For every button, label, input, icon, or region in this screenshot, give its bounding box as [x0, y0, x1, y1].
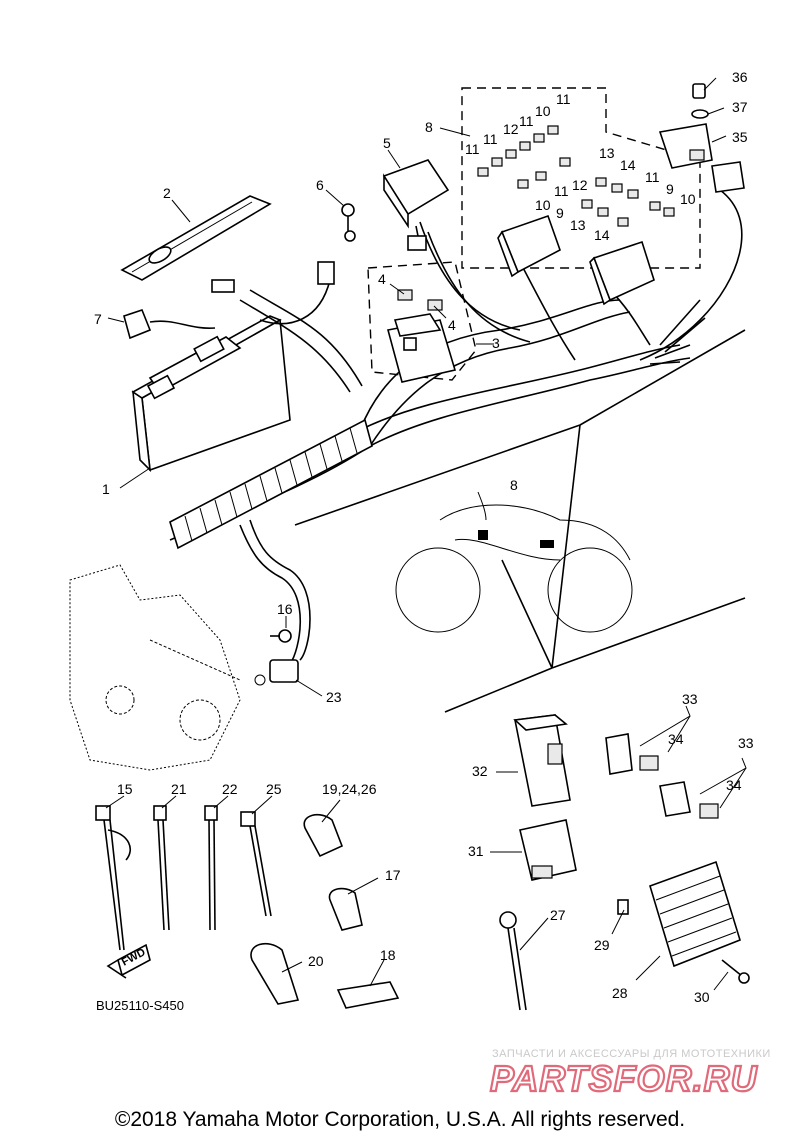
callout-2: 2 — [163, 185, 171, 201]
callout-4-a: 4 — [378, 271, 386, 287]
drawing-code: BU25110-S450 — [96, 998, 184, 1013]
callout-8-b: 8 — [510, 477, 518, 493]
callout-11-f: 11 — [645, 169, 660, 185]
bike-overview — [294, 329, 746, 713]
callout-6: 6 — [316, 177, 324, 193]
callout-11-b: 11 — [483, 131, 498, 147]
callout-7: 7 — [94, 311, 102, 327]
callout-14-a: 14 — [620, 157, 636, 173]
callout-18: 18 — [380, 947, 396, 963]
callout-17: 17 — [385, 867, 401, 883]
callout-13-b: 13 — [570, 217, 586, 233]
callout-10-c: 10 — [680, 191, 696, 207]
switch-assembly — [658, 83, 745, 193]
cable-ties — [95, 805, 272, 979]
callout-32: 32 — [472, 763, 488, 779]
callout-4-b: 4 — [448, 317, 456, 333]
callout-34-b: 34 — [726, 777, 742, 793]
callout-34-a: 34 — [668, 731, 684, 747]
starter-relay — [367, 261, 477, 383]
callout-28: 28 — [612, 985, 628, 1001]
callout-5: 5 — [383, 135, 391, 151]
callout-35: 35 — [732, 129, 748, 145]
callout-37: 37 — [732, 99, 748, 115]
callout-31: 31 — [468, 843, 484, 859]
callout-11-a: 11 — [465, 141, 480, 157]
callout-9-b: 9 — [666, 181, 674, 197]
callout-14-b: 14 — [594, 227, 610, 243]
bolt-6 — [341, 203, 356, 242]
callout-33-b: 33 — [738, 735, 754, 751]
right-components — [499, 714, 750, 1011]
callout-11-e: 11 — [554, 183, 569, 199]
callout-19-24-26: 19,24,26 — [322, 781, 377, 797]
callout-10-a: 10 — [535, 103, 551, 119]
callout-20: 20 — [308, 953, 324, 969]
callout-3: 3 — [492, 335, 500, 351]
callout-25: 25 — [266, 781, 282, 797]
watermark-logo: PARTSFOR.RU — [490, 1058, 758, 1099]
callout-labels: 1 2 3 4 4 5 6 7 8 8 11 11 12 11 10 11 13… — [94, 69, 754, 1005]
callout-12-a: 12 — [503, 121, 519, 137]
callout-29: 29 — [594, 937, 610, 953]
callout-36: 36 — [732, 69, 748, 85]
callout-13-a: 13 — [599, 145, 615, 161]
callout-1: 1 — [102, 481, 110, 497]
callout-16: 16 — [277, 601, 293, 617]
callout-21: 21 — [171, 781, 187, 797]
wire-harness — [169, 189, 743, 665]
callout-8-a: 8 — [425, 119, 433, 135]
callout-12-b: 12 — [572, 177, 588, 193]
callout-27: 27 — [550, 907, 566, 923]
fuse-box-area — [461, 87, 701, 306]
clamps — [250, 813, 400, 1009]
battery — [131, 315, 291, 473]
callout-33-a: 33 — [682, 691, 698, 707]
leader-lines — [105, 77, 747, 991]
callout-22: 22 — [222, 781, 238, 797]
callout-9-a: 9 — [556, 205, 564, 221]
callout-15: 15 — [117, 781, 133, 797]
callout-10-b: 10 — [535, 197, 551, 213]
copyright-notice: ©2018 Yamaha Motor Corporation, U.S.A. A… — [115, 1108, 685, 1131]
battery-band — [120, 195, 272, 281]
callout-23: 23 — [326, 689, 342, 705]
watermark: ЗАПЧАСТИ И АКСЕССУАРЫ ДЛЯ МОТОТЕХНИКИ PA… — [489, 1048, 771, 1100]
callout-30: 30 — [694, 989, 710, 1005]
watermark-tagline: ЗАПЧАСТИ И АКСЕССУАРЫ ДЛЯ МОТОТЕХНИКИ — [492, 1048, 771, 1060]
engine-sketch — [69, 564, 299, 771]
callout-11-d: 11 — [556, 91, 571, 107]
relay-5 — [382, 159, 450, 251]
terminal-cover — [123, 309, 216, 340]
callout-11-c: 11 — [519, 113, 534, 129]
